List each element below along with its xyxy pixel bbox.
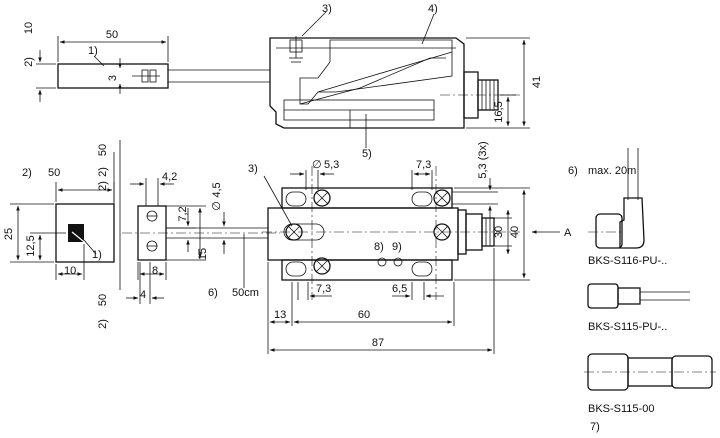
dim-12-5: 12,5 (25, 235, 37, 256)
connector-straight-pu (587, 283, 690, 309)
connector-label-2: BKS-S115-PU-.. (588, 321, 667, 333)
dim-4: 4 (140, 289, 146, 301)
dim-50-bottom: 50 (97, 294, 109, 306)
dim-10-head: 10 (23, 22, 35, 34)
ref-6-cable: 6) (208, 287, 218, 299)
ref-3-top: 3) (248, 163, 258, 175)
dim-7-3-top: 7,3 (416, 159, 431, 171)
dim-50-front: 50 (48, 167, 60, 179)
dim-3-head: 3 (107, 75, 119, 81)
dim-25: 25 (3, 228, 15, 240)
dim-7-3-bottom: 7,3 (316, 283, 331, 295)
ref-3-side: 3) (322, 3, 332, 15)
diameter-symbol-5-3: ∅ (312, 159, 322, 171)
dim-87: 87 (372, 337, 384, 349)
dim-40: 40 (509, 226, 521, 238)
dim-30: 30 (493, 226, 505, 238)
dim-41: 41 (531, 76, 543, 88)
dim-13: 13 (274, 309, 286, 321)
diameter-symbol-4-5: ∅ (211, 201, 223, 211)
dim-16-5: 16,5 (493, 101, 505, 122)
dim-8: 8 (152, 265, 158, 277)
dim-15: 15 (197, 248, 209, 260)
ref-8: 8) (374, 241, 384, 253)
max-length: max. 20m (588, 165, 636, 177)
ref-7: 7) (590, 421, 600, 433)
amplifier-top-view (262, 166, 560, 354)
connector-angled (588, 148, 645, 249)
sensor-head-side-view (36, 36, 270, 102)
ref-2-top-50: 2) (97, 167, 109, 177)
dim-50-side-top: 50 (97, 144, 109, 156)
dim-7-2: 7,2 (177, 206, 189, 221)
dim-50-head: 50 (106, 29, 118, 41)
dim-60: 60 (358, 309, 370, 321)
sensor-head-front-view (10, 182, 115, 280)
amplifier-side-view (269, 11, 530, 148)
dim-4-2: 4,2 (162, 171, 177, 183)
dim-4-5: 4,5 (211, 182, 223, 197)
dim-10-front: 10 (64, 265, 76, 277)
ref-1-front: 1) (92, 249, 102, 261)
ref-1-head: 1) (88, 45, 98, 57)
connector-straight-00 (584, 353, 716, 391)
cable-length: 50cm (232, 287, 259, 299)
ref-2-front: 2) (22, 167, 32, 179)
ref-5: 5) (362, 148, 372, 160)
ref-4: 4) (428, 3, 438, 15)
dim-5-3-3x: 5,3 (3x) (477, 141, 489, 178)
connector-label-1: BKS-S116-PU-.. (588, 255, 667, 267)
ref-6-connector: 6) (568, 165, 578, 177)
ref-2-left-top: 2) (97, 181, 109, 191)
ref-9: 9) (392, 241, 402, 253)
view-a-label: A (564, 227, 572, 239)
ref-2-bottom: 2) (97, 319, 109, 329)
dim-5-3: 5,3 (324, 159, 339, 171)
sensor-head-top-view (113, 140, 280, 304)
dim-6-5: 6,5 (392, 283, 407, 295)
ref-2-head: 2) (23, 57, 35, 67)
connector-label-3: BKS-S115-00 (588, 403, 654, 415)
